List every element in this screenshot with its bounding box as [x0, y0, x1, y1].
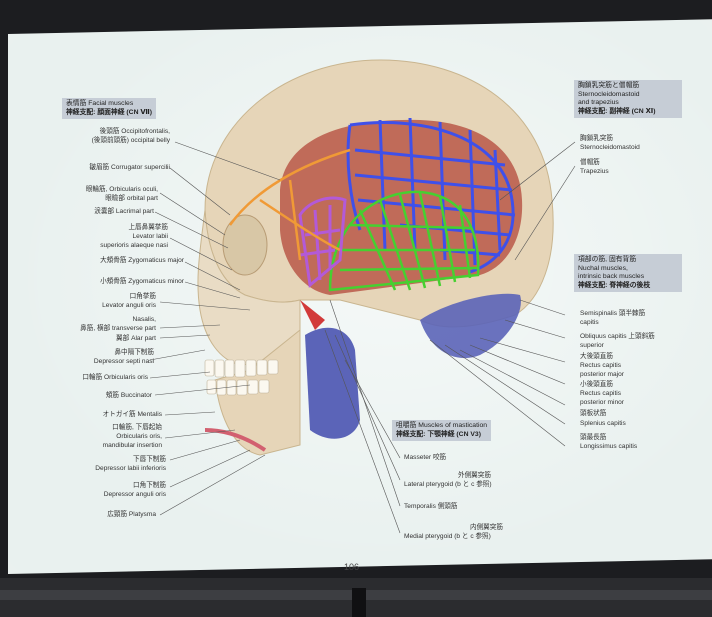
label-orbital-part: 眼瞼部 orbital part	[105, 195, 158, 202]
label-posterior-minor: posterior minor	[580, 399, 624, 406]
header-nuchal-line1: 項部の筋, 固有背筋	[578, 256, 637, 263]
label-medial-pterygoid-jp: 内側翼突筋	[470, 524, 503, 531]
teeth	[204, 359, 279, 396]
label-orbicularis-oris-2: Orbicularis oris,	[116, 433, 162, 440]
purple-overlay	[298, 196, 347, 288]
header-nuchal-muscles: 項部の筋, 固有背筋 Nuchal muscles, intrinsic bac…	[574, 254, 682, 292]
label-corrugator: 皺眉筋 Corrugator supercilii	[89, 164, 170, 171]
header-mastication: 咀嚼筋 Muscles of mastication 神経支配: 下顎神経 (C…	[392, 420, 492, 441]
label-occipital-belly: (後頭前頭筋) occipital belly	[91, 137, 170, 144]
label-rectus-major-jp: 大後頭直筋	[580, 353, 613, 360]
label-rectus-minor-jp: 小後頭直筋	[580, 381, 613, 388]
label-levator-labii-jp: 上唇鼻翼挙筋	[128, 224, 168, 231]
orbit	[222, 214, 268, 276]
label-temporalis: Temporalis 側頭筋	[404, 503, 458, 510]
leader-lines	[149, 141, 576, 534]
header-nuchal-line4: 神経支配: 脊神経の後枝	[578, 281, 651, 289]
monitor-stand	[352, 588, 366, 617]
label-depressor-anguli-jp: 口角下制筋	[133, 482, 166, 489]
header-nuchal-line2: Nuchal muscles,	[578, 264, 628, 272]
label-sternocleidomastoid: Sternocleidomastoid	[580, 144, 640, 151]
label-posterior-major: posterior major	[580, 371, 624, 378]
header-scm-line4: 神経支配: 副神経 (CN Ⅺ)	[578, 107, 656, 115]
label-semispinalis: Semispinalis 頭半棘筋	[580, 310, 646, 317]
label-zygomaticus-minor: 小頬骨筋 Zygomaticus minor	[100, 278, 184, 285]
label-scm-jp: 胸鎖乳突筋	[580, 135, 613, 142]
label-splenius-jp: 頭板状筋	[580, 410, 607, 417]
header-facial-line2: 神経支配: 顔面神経 (CN Ⅶ)	[66, 108, 153, 116]
label-lateral-pterygoid: Lateral pterygoid (b と c 参照)	[404, 481, 492, 488]
label-rectus-capitis-1: Rectus capitis	[580, 362, 622, 369]
lateral-pterygoid	[300, 300, 325, 330]
orange-overlay	[228, 148, 351, 261]
label-buccinator: 頬筋 Buccinator	[105, 392, 152, 399]
page-number: 106	[344, 562, 360, 572]
header-mastication-line1: 咀嚼筋 Muscles of mastication	[396, 422, 488, 429]
green-overlay	[328, 190, 480, 292]
label-longissimus-capitis: Longissimus capitis	[580, 443, 638, 450]
label-depressor-septi-jp: 鼻中隔下制筋	[114, 349, 154, 356]
label-semispinalis-capitis: capitis	[580, 319, 599, 326]
label-levator-labii: Levator labii	[132, 233, 168, 240]
label-orbicularis-oculi: 眼輪筋, Orbicularis oculi,	[85, 186, 158, 193]
label-levator-anguli-oris: Levator anguli oris	[102, 302, 156, 309]
label-orbicularis-mandibular-jp: 口輪筋, 下唇起始	[112, 424, 162, 431]
header-scm-line3: and trapezius	[578, 99, 619, 106]
label-zygomaticus-major: 大頬骨筋 Zygomaticus major	[100, 257, 184, 264]
label-occipitofrontalis: 後頭筋 Occipitofrontalis,	[99, 128, 170, 135]
label-transverse-part: 鼻筋, 横部 transverse part	[80, 325, 156, 332]
label-depressor-anguli: Depressor anguli oris	[103, 491, 166, 498]
header-scm-line2: Sternocleidomastoid	[578, 90, 640, 98]
label-depressor-septi: Depressor septi nasi	[93, 358, 154, 365]
label-masseter: Masseter 咬筋	[404, 454, 447, 461]
label-obliquus-superior: superior	[580, 342, 604, 349]
orbicularis-oris	[204, 428, 267, 452]
label-trapezius-jp: 僧帽筋	[580, 159, 600, 166]
label-medial-pterygoid: Medial pterygoid (b と c 参照)	[404, 533, 491, 540]
label-orbicularis-oris: 口輪筋 Orbicularis oris	[82, 374, 148, 381]
label-platysma: 広頸筋 Platysma	[107, 511, 156, 518]
label-rectus-capitis-2: Rectus capitis	[580, 390, 622, 397]
label-mandibular-insertion: mandibular insertion	[102, 442, 162, 449]
label-longissimus-jp: 頭最長筋	[580, 434, 607, 441]
label-obliquus-capitis: Obliquus capitis 上頭斜筋	[580, 333, 655, 340]
header-mastication-line2: 神経支配: 下顎神経 (CN V3)	[396, 430, 481, 438]
header-facial-line1: 表情筋 Facial muscles	[66, 100, 134, 107]
label-alar-part: 翼部 Alar part	[116, 335, 156, 342]
header-scm-line1: 胸鎖乳突筋と僧帽筋	[578, 82, 640, 89]
header-nuchal-line3: intrinsic back muscles	[578, 273, 645, 280]
header-facial-muscles: 表情筋 Facial muscles 神経支配: 顔面神経 (CN Ⅶ)	[62, 98, 157, 119]
label-nasalis: Nasalis,	[132, 316, 156, 323]
masseter-muscle	[305, 327, 360, 439]
header-sternocleidomastoid: 胸鎖乳突筋と僧帽筋 Sternocleidomastoid and trapez…	[574, 80, 682, 118]
label-alaeque-nasi: superioris alaeque nasi	[100, 242, 168, 249]
label-trapezius: Trapezius	[580, 168, 609, 175]
label-depressor-labii-jp: 下唇下制筋	[133, 456, 166, 463]
label-depressor-labii: Depressor labii inferioris	[95, 465, 166, 472]
label-levator-anguli-jp: 口角挙筋	[129, 293, 156, 300]
label-mentalis: オトガイ筋 Mentalis	[102, 411, 162, 418]
label-lateral-pterygoid-jp: 外側翼突筋	[458, 472, 491, 479]
blue-overlay	[346, 117, 516, 274]
label-splenius-capitis: Splenius capitis	[580, 420, 626, 427]
nuchal-muscles	[420, 293, 521, 359]
label-lacrimal-part: 涙嚢部 Lacrimal part	[94, 208, 154, 215]
